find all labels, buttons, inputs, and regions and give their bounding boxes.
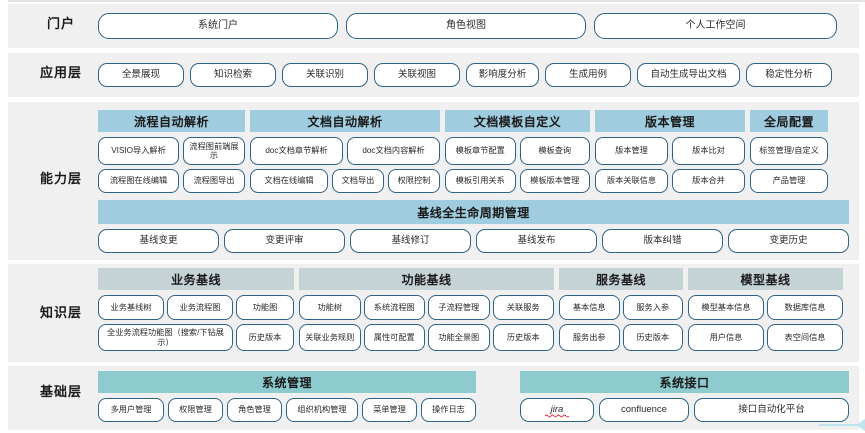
know-group-header-0: 业务基线: [98, 268, 294, 290]
know-0-r1-0[interactable]: 业务基线树: [98, 295, 164, 320]
app-item-1[interactable]: 知识检索: [190, 63, 276, 87]
cap-3-r2-1[interactable]: 版本合并: [672, 169, 745, 193]
base-0-item-2[interactable]: 角色管理: [227, 398, 282, 422]
cap-3-r1-0[interactable]: 版本管理: [595, 137, 668, 165]
cap-2-r1-0[interactable]: 模板章节配置: [445, 137, 516, 165]
cap-1-r1-0[interactable]: doc文档章节解析: [250, 137, 343, 165]
cap-group-header-2: 文档模板自定义: [445, 110, 590, 132]
base-group-header-0: 系统管理: [98, 371, 476, 393]
portal-items: 系统门户 角色视图 个人工作空间: [98, 13, 849, 39]
app-item-5[interactable]: 生成用例: [545, 63, 631, 87]
base-group-header-1: 系统接口: [520, 371, 849, 393]
lifecycle-item-5[interactable]: 变更历史: [728, 229, 849, 253]
know-1-r2-2[interactable]: 功能全景图: [428, 324, 490, 351]
cap-0-r1-0[interactable]: VISIO导入解析: [98, 137, 179, 165]
knowledge-groups: 业务基线 功能基线 服务基线 模型基线 业务基线树 业务流程图 功能图 全业务流…: [98, 268, 849, 351]
top-divider: [8, 0, 865, 2]
corner-accent-line: [819, 424, 865, 426]
layer-label-application: 应用层: [39, 65, 82, 80]
lifecycle-item-1[interactable]: 变更评审: [224, 229, 345, 253]
portal-item-2[interactable]: 个人工作空间: [594, 13, 837, 39]
cap-1-r2-1[interactable]: 文档导出: [332, 169, 384, 193]
know-1-r1-0[interactable]: 功能树: [299, 295, 361, 320]
lifecycle-header: 基线全生命周期管理: [98, 200, 849, 224]
capability-groups: 流程自动解析 文档自动解析 文档模板自定义 版本管理 全局配置 VISIO导入解…: [98, 110, 849, 253]
know-group-header-2: 服务基线: [559, 268, 683, 290]
cap-1-r2-2[interactable]: 权限控制: [388, 169, 440, 193]
spellcheck-squiggle-icon: [545, 414, 569, 418]
base-0-item-0[interactable]: 多用户管理: [98, 398, 164, 422]
lifecycle-item-3[interactable]: 基线发布: [476, 229, 597, 253]
cap-group-header-1: 文档自动解析: [250, 110, 440, 132]
cap-4-r1-0[interactable]: 标签管理/自定义: [750, 137, 828, 165]
cap-3-r1-1[interactable]: 版本比对: [672, 137, 745, 165]
corner-arrow-icon: [856, 419, 865, 431]
lifecycle-item-0[interactable]: 基线变更: [98, 229, 219, 253]
cap-0-r2-1[interactable]: 流程图导出: [183, 169, 245, 193]
portal-item-1[interactable]: 角色视图: [346, 13, 586, 39]
know-group-header-1: 功能基线: [299, 268, 554, 290]
cap-1-r2-0[interactable]: 文档在线编辑: [250, 169, 328, 193]
know-0-r2-1[interactable]: 历史版本: [236, 324, 294, 351]
know-2-r2-0[interactable]: 服务出参: [559, 324, 620, 351]
know-0-r2-0[interactable]: 全业务流程功能图（搜索/下钻展示）: [98, 324, 233, 351]
layer-label-foundation: 基础层: [39, 384, 82, 399]
know-2-r1-1[interactable]: 服务入参: [622, 295, 683, 320]
know-1-r1-3[interactable]: 关联服务: [492, 295, 554, 320]
know-1-r2-0[interactable]: 关联业务规则: [299, 324, 361, 351]
cap-4-r2-0[interactable]: 产品管理: [750, 169, 828, 193]
app-item-0[interactable]: 全景展现: [98, 63, 184, 87]
cap-2-r2-1[interactable]: 模板版本管理: [519, 169, 590, 193]
cap-0-r2-0[interactable]: 流程图在线编辑: [98, 169, 179, 193]
base-0-item-5[interactable]: 操作日志: [421, 398, 476, 422]
app-item-3[interactable]: 关联视图: [374, 63, 460, 87]
cap-3-r2-0[interactable]: 版本关联信息: [595, 169, 668, 193]
know-3-r1-1[interactable]: 数据库信息: [767, 295, 843, 320]
base-1-item-confluence[interactable]: confluence: [599, 398, 689, 422]
lifecycle-item-4[interactable]: 版本纠错: [602, 229, 723, 253]
know-1-r1-1[interactable]: 系统流程图: [363, 295, 425, 320]
know-3-r1-0[interactable]: 模型基本信息: [688, 295, 764, 320]
know-2-r2-1[interactable]: 历史版本: [622, 324, 683, 351]
base-0-item-1[interactable]: 权限管理: [168, 398, 223, 422]
base-0-item-3[interactable]: 组织机构管理: [286, 398, 358, 422]
cap-group-header-4: 全局配置: [750, 110, 828, 132]
jira-label: jira: [550, 403, 564, 415]
portal-item-0[interactable]: 系统门户: [98, 13, 338, 39]
layer-label-capability: 能力层: [39, 171, 82, 186]
app-item-6[interactable]: 自动生成导出文档: [637, 63, 740, 87]
base-1-item-jira[interactable]: jira: [520, 398, 594, 422]
cap-group-header-0: 流程自动解析: [98, 110, 245, 132]
cap-0-r1-1[interactable]: 流程图前端展示: [183, 137, 245, 165]
app-item-2[interactable]: 关联识别: [282, 63, 368, 87]
know-3-r2-1[interactable]: 表空间信息: [767, 324, 843, 351]
know-0-r1-1[interactable]: 业务流程图: [167, 295, 233, 320]
know-3-r2-0[interactable]: 用户信息: [688, 324, 764, 351]
app-item-7[interactable]: 稳定性分析: [746, 63, 832, 87]
know-2-r1-0[interactable]: 基本信息: [559, 295, 620, 320]
application-items: 全景展现 知识检索 关联识别 关联视图 影响度分析 生成用例 自动生成导出文档 …: [98, 63, 849, 87]
lifecycle-item-2[interactable]: 基线修订: [350, 229, 471, 253]
know-group-header-3: 模型基线: [688, 268, 843, 290]
know-1-r2-1[interactable]: 属性可配置: [363, 324, 425, 351]
app-item-4[interactable]: 影响度分析: [466, 63, 539, 87]
base-1-item-api-platform[interactable]: 接口自动化平台: [694, 398, 849, 422]
cap-2-r1-1[interactable]: 模板查询: [519, 137, 590, 165]
know-1-r1-2[interactable]: 子流程管理: [428, 295, 490, 320]
layer-label-knowledge: 知识层: [39, 305, 82, 320]
cap-1-r1-1[interactable]: doc文档内容解析: [347, 137, 440, 165]
layer-label-portal: 门户: [46, 16, 75, 31]
cap-2-r2-0[interactable]: 模板引用关系: [445, 169, 516, 193]
base-0-item-4[interactable]: 菜单管理: [362, 398, 417, 422]
know-1-r2-3[interactable]: 历史版本: [492, 324, 554, 351]
foundation-groups: 系统管理 多用户管理 权限管理 角色管理 组织机构管理 菜单管理 操作日志 系统…: [98, 371, 849, 422]
cap-group-header-3: 版本管理: [595, 110, 745, 132]
know-0-r1-2[interactable]: 功能图: [236, 295, 294, 320]
